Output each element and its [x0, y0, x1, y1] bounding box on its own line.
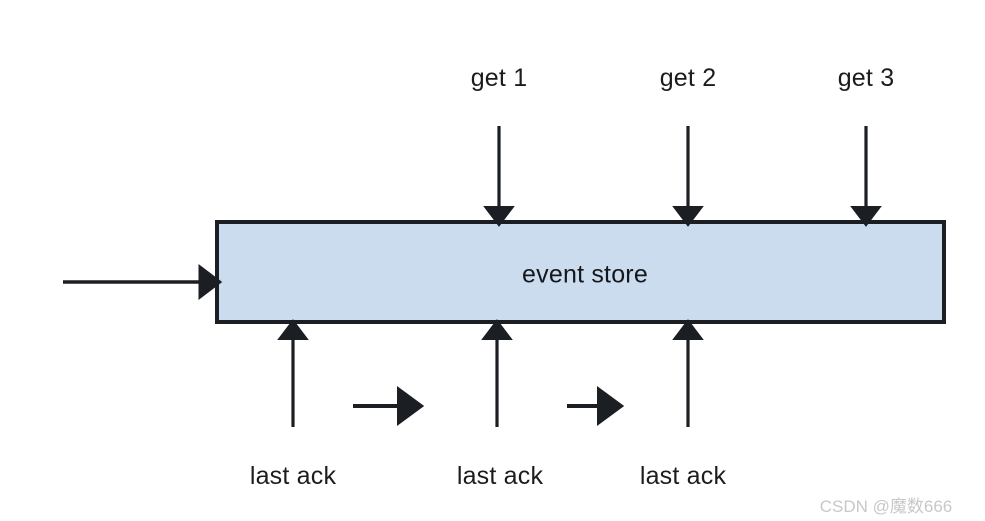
last-ack-2-label: last ack [456, 462, 544, 490]
csdn-watermark: CSDN @魔数666 [819, 497, 953, 516]
get-3-label: get 3 [837, 64, 895, 92]
get-2-label: get 2 [659, 64, 717, 92]
get-1-label: get 1 [470, 64, 528, 92]
last-ack-1-label: last ack [249, 462, 337, 490]
event-store-label: event store [522, 260, 648, 289]
event-store-box [215, 220, 946, 324]
last-ack-3-label: last ack [639, 462, 727, 490]
